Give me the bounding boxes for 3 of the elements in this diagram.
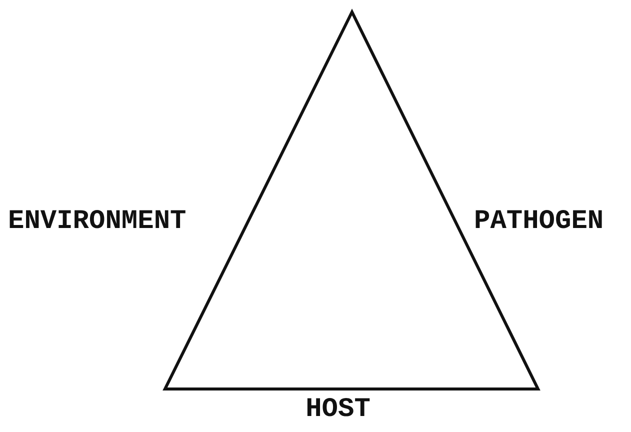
side-label: ENVIRONMENT [8, 207, 186, 237]
side-label: PATHOGEN [474, 207, 604, 237]
side-label: HOST [306, 395, 370, 425]
